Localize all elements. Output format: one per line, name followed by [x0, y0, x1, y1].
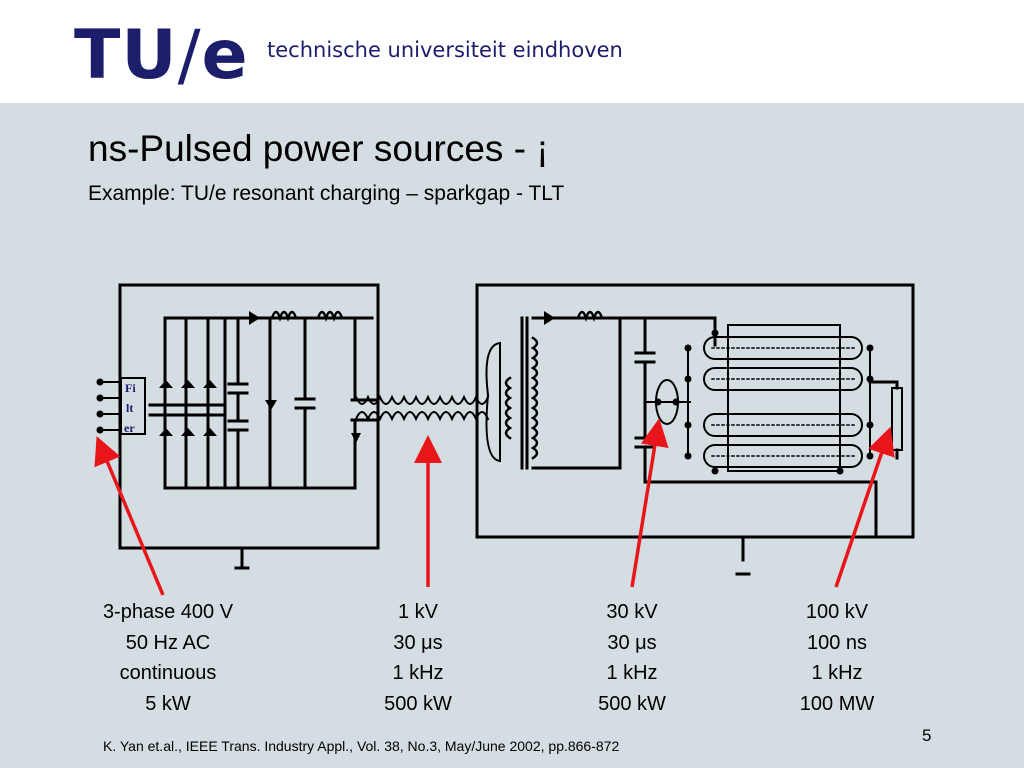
spec-input: 3-phase 400 V 50 Hz AC continuous 5 kW [68, 597, 268, 719]
right-enclosure [475, 283, 915, 539]
university-name: technische universiteit eindhoven [267, 38, 623, 62]
spec-output: 100 kV 100 ns 1 kHz 100 MW [737, 597, 937, 719]
rectifier-block [148, 316, 374, 490]
spec-line: 3-phase 400 V [102, 601, 234, 623]
inductor-r1 [576, 310, 604, 322]
ground-right [735, 535, 751, 576]
spec-line: 30 μs [607, 631, 657, 654]
junction-dots [96, 329, 874, 475]
capacitor-c1 [227, 316, 249, 490]
filter-box [120, 377, 146, 435]
spec-line: 30 kV [606, 601, 658, 623]
slide-title: ns-Pulsed power sources - ¡ [88, 128, 549, 169]
spec-line: 1 kHz [811, 662, 863, 684]
spec-line: 100 MW [799, 692, 875, 715]
logo-e: e [201, 16, 249, 95]
citation: K. Yan et.al., IEEE Trans. Industry Appl… [103, 738, 620, 754]
spec-line: 100 ns [806, 631, 868, 654]
filter-label-3: er [124, 421, 135, 435]
slide-subtitle: Example: TU/e resonant charging – sparkg… [88, 182, 565, 205]
diodes [159, 311, 555, 443]
tue-logo: TU/e [74, 22, 249, 90]
arrow-output [834, 426, 895, 588]
spec-line: 100 kV [805, 601, 869, 623]
capacitor-c2 [294, 316, 316, 490]
spec-sparkgap: 30 kV 30 μs 1 kHz 500 kW [532, 597, 732, 719]
filter-label-1: Fi [125, 381, 136, 395]
spec-line: 5 kW [145, 692, 191, 715]
spec-line: 500 kW [384, 692, 452, 715]
spec-line: 1 kHz [606, 662, 658, 684]
spec-cable: 1 kV 30 μs 1 kHz 500 kW [318, 597, 518, 719]
arrow-sparkgap [630, 418, 669, 588]
inductor-l1 [270, 310, 298, 322]
filter-label-2: lt [126, 401, 133, 415]
transmission-lines [687, 324, 871, 472]
inductor-l2 [316, 310, 344, 322]
input-terminals [99, 381, 122, 431]
arrow-input [94, 436, 165, 596]
page-number: 5 [922, 726, 932, 745]
transmission-lines-inner [711, 347, 856, 457]
spark-gap [644, 379, 691, 425]
secondary-wiring [531, 316, 842, 484]
twisted-cable [354, 394, 490, 422]
ground-left [234, 546, 250, 570]
spec-line: 1 kHz [392, 662, 444, 684]
load-resistor [838, 380, 903, 539]
header-bar: TU/e technische universiteit eindhoven [0, 0, 1024, 103]
logo-slash: / [177, 16, 202, 95]
transformer [485, 316, 539, 470]
spec-line: continuous [119, 662, 217, 684]
spec-line: 1 kV [397, 601, 439, 623]
spec-line: 500 kW [598, 692, 666, 715]
logo-tu: TU [74, 16, 178, 95]
spec-line: 50 Hz AC [125, 631, 211, 654]
spec-line: 30 μs [393, 631, 443, 654]
